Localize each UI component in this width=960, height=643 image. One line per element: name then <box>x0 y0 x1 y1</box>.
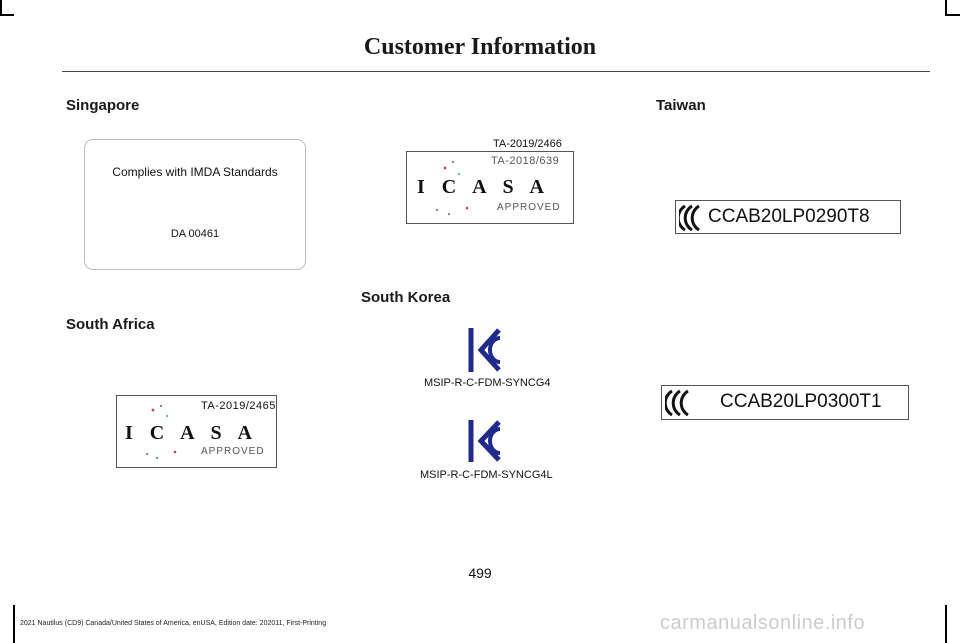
ncc-logo-icon <box>679 204 700 232</box>
icasa-inner-number: TA-2018/639 <box>491 155 560 167</box>
header-rule <box>62 71 930 72</box>
ncc-code-1: CCAB20LP0290T8 <box>708 206 870 227</box>
ncc-logo-icon <box>665 389 689 417</box>
crop-mark <box>0 0 2 14</box>
kc-mark-icon <box>468 420 501 462</box>
icasa-label-bottom: TA-2019/2465 I C A S A APPROVED <box>116 395 277 468</box>
footer-edition: 2021 Nautilus (CD9) Canada/United States… <box>20 620 327 627</box>
icasa-approved: APPROVED <box>497 202 561 213</box>
kc-mark-icon <box>468 328 501 372</box>
icasa-label-top: TA-2018/639 I C A S A APPROVED <box>406 151 574 224</box>
imda-number: DA 00461 <box>170 228 220 240</box>
crop-mark <box>945 0 947 14</box>
icasa-wordmark: I C A S A <box>417 176 550 198</box>
heading-singapore: Singapore <box>66 97 140 114</box>
icasa-wordmark: I C A S A <box>125 422 258 444</box>
heading-south-korea: South Korea <box>361 289 451 306</box>
kc-cert-2: MSIP-R-C-FDM-SYNCG4L <box>420 469 553 481</box>
crop-mark <box>945 14 960 16</box>
icasa-dots-icon <box>435 160 469 215</box>
heading-south-africa: South Africa <box>66 316 155 333</box>
crop-mark <box>0 14 14 16</box>
icasa-caption: TA-2019/2466 <box>493 138 562 150</box>
watermark: carmanualsonline.info <box>660 612 866 634</box>
icasa-number: TA-2019/2465 <box>201 400 276 412</box>
ncc-label-1: CCAB20LP0290T8 <box>675 200 901 234</box>
heading-taiwan: Taiwan <box>656 97 706 114</box>
page-title: Customer Information <box>363 34 597 60</box>
icasa-approved: APPROVED <box>201 446 265 457</box>
kc-cert-1: MSIP-R-C-FDM-SYNCG4 <box>424 377 551 389</box>
page-number: 499 <box>468 565 492 581</box>
crop-mark <box>13 605 15 643</box>
ncc-label-2: CCAB20LP0300T1 <box>661 385 909 420</box>
icasa-dots-icon <box>145 404 177 459</box>
imda-compliance-text: Complies with IMDA Standards <box>112 165 278 179</box>
crop-mark <box>945 605 947 643</box>
imda-label: Complies with IMDA Standards DA 00461 <box>84 139 306 270</box>
ncc-code-2: CCAB20LP0300T1 <box>720 391 882 412</box>
